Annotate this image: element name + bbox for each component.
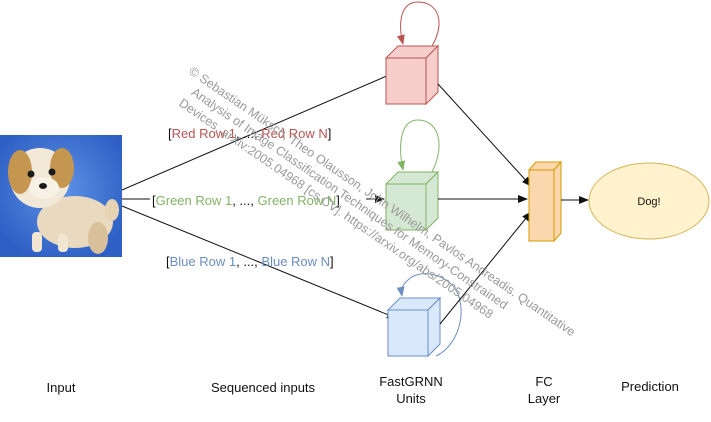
blue-sequence-label: [Blue Row 1, ..., Blue Row N] xyxy=(166,254,334,269)
arrow-red-to-fc xyxy=(437,83,532,187)
prediction-node xyxy=(588,162,710,240)
fc-layer-label-line2: Layer xyxy=(528,391,561,406)
arrow-input-to-blue xyxy=(121,205,397,319)
blue-fastgrnn-cube xyxy=(386,296,442,358)
green-fastgrnn-cube xyxy=(384,170,440,232)
fastgrnn-units-label-line2: Units xyxy=(396,391,426,406)
green-sequence-label: [Green Row 1, ..., Green Row N] xyxy=(152,193,340,208)
input-label: Input xyxy=(47,380,76,395)
arrow-input-to-red xyxy=(121,71,397,191)
fastgrnn-units-label-line1: FastGRNN xyxy=(379,374,443,389)
red-sequence-label: [Red Row 1, ..., Red Row N] xyxy=(168,126,331,141)
sequenced-inputs-label: Sequenced inputs xyxy=(211,380,316,395)
dog-icon xyxy=(8,148,119,254)
red-fastgrnn-cube xyxy=(384,44,440,106)
prediction-output-text: Dog! xyxy=(637,196,660,208)
red-recurrent-loop xyxy=(396,1,440,47)
green-recurrent-loop xyxy=(397,119,440,173)
input-image xyxy=(0,135,122,257)
blue-recurrent-loop xyxy=(396,273,462,357)
fc-layer-label-line1: FC xyxy=(535,374,552,389)
prediction-label: Prediction xyxy=(621,379,679,394)
arrow-blue-to-fc xyxy=(439,211,532,325)
fc-layer-block xyxy=(527,160,563,243)
copyright-watermark: © Sebastian Müksch, Theo Olausson, John … xyxy=(176,64,577,339)
